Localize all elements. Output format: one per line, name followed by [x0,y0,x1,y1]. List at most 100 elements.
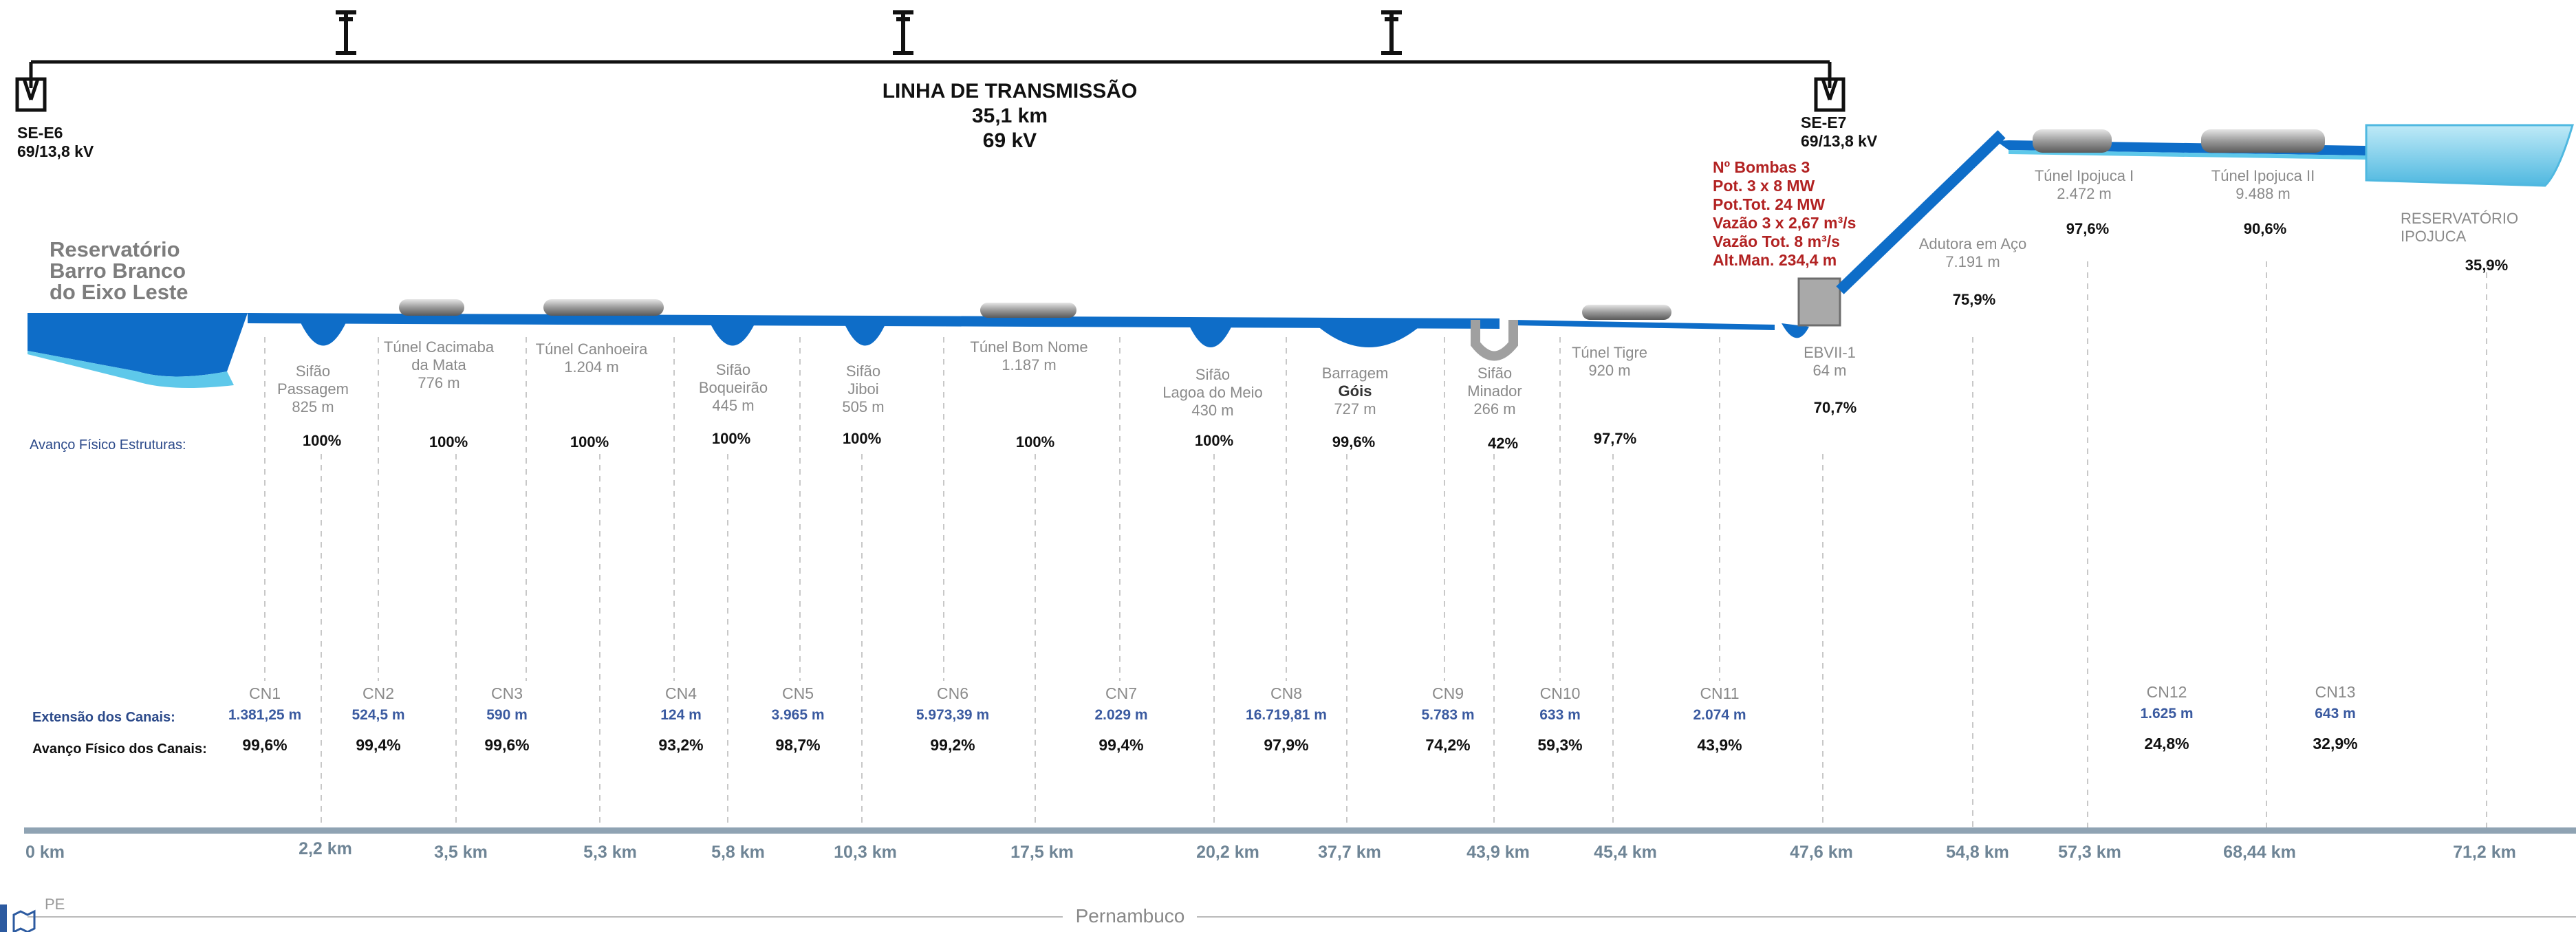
transmission-line-name: LINHA DE TRANSMISSÃO [882,80,1138,102]
structure-line: Barragem [1321,365,1389,382]
structure-line: 445 m [712,397,755,414]
substation-se-e7: SE-E7 69/13,8 kV [1801,113,1877,151]
substation-name: SE-E7 [1801,113,1847,131]
substation-se-e6: SE-E6 69/13,8 kV [17,124,94,161]
tunnel-ipojuca-2 [2201,129,2325,153]
canal-name: CN6 [936,684,969,702]
canal-length: 5.783 m [1421,707,1475,723]
pump-spec: Nº Bombas 3 [1713,158,1810,176]
structure-pct: 97,6% [2066,220,2110,237]
structure-line: Túnel Tigre [1571,344,1648,361]
canal-name: CN10 [1539,684,1581,702]
km-axis [24,827,2576,834]
substation-voltage: 69/13,8 kV [1801,132,1878,150]
km-marker: 20,2 km [1196,843,1259,862]
substation-voltage: 69/13,8 kV [17,142,94,160]
structures-row-label: Avanço Físico Estruturas: [30,437,186,453]
canal-cn4: CN4 124 m 93,2% [658,684,703,755]
canal-name: CN3 [490,684,523,702]
canal-cn11: CN11 2.074 m 43,9% [1693,684,1746,755]
pump-station-label: EBVII-1 64 m [1804,344,1856,380]
canal-pct: 24,8% [2144,735,2189,752]
km-marker: 47,6 km [1790,843,1853,862]
canal-cn1: CN1 1.381,25 m 99,6% [228,684,301,755]
tunnel-canhoeira [543,299,664,316]
structure-pct: 100% [711,430,751,447]
canal-length: 524,5 m [351,707,405,723]
pump-station-pct: 70,7% [1813,399,1857,416]
km-marker: 57,3 km [2058,843,2121,862]
canal-length: 2.029 m [1094,707,1148,723]
structure-label: Túnel Cacimaba da Mata 776 m [384,338,494,392]
tunnel-tigre [1582,305,1671,320]
structure-label: Túnel Tigre 920 m [1572,344,1647,380]
km-marker: 17,5 km [1010,843,1074,862]
structure-label: Sifão Lagoa do Meio 430 m [1162,366,1263,420]
canal-name: CN5 [781,684,814,702]
structure-line: Lagoa do Meio [1162,384,1263,401]
pump-station-name: EBVII-1 [1804,344,1856,361]
siphon-boqueirao [708,320,757,346]
tunnel-ipojuca-1 [2033,129,2112,153]
pump-spec: Alt.Man. 234,4 m [1713,251,1837,269]
pump-station-ebvii-1 [1797,277,1841,327]
structure-label: Túnel Canhoeira 1.204 m [536,340,648,376]
structure-line: 727 m [1334,400,1376,418]
canal-length: 3.965 m [771,707,825,723]
km-marker: 71,2 km [2453,843,2516,862]
canal-pct: 74,2% [1425,736,1471,754]
structure-pct: 100% [302,432,342,449]
structure-line: 1.187 m [1002,356,1057,373]
structure-line: Minador [1467,382,1522,400]
map-icon [0,904,36,932]
km-marker: 54,8 km [1946,843,2009,862]
canal-cn12: CN12 1.625 m 24,8% [2140,683,2193,753]
km-marker: 2,2 km [299,839,352,858]
structure-label: Sifão Minador 266 m [1467,365,1522,418]
tower-icon [893,10,913,55]
tower-icon [336,10,356,55]
canal-pct: 99,2% [930,736,975,754]
km-marker: 45,4 km [1594,843,1657,862]
canal-length: 633 m [1539,707,1581,723]
canal-name: CN13 [2315,683,2356,701]
structure-line: Adutora em Aço [1918,235,2027,252]
structure-line: 430 m [1191,402,1234,419]
pump-specs: Nº Bombas 3 Pot. 3 x 8 MW Pot.Tot. 24 MW… [1713,158,1856,270]
structure-line: 266 m [1473,400,1516,418]
siphon-passagem [299,320,347,346]
canal-cn2: CN2 524,5 m 99,4% [351,684,404,755]
structure-label: Túnel Ipojuca II 9.488 m [2211,167,2315,203]
structure-line: Góis [1338,382,1372,400]
siphon-jiboi [843,320,887,346]
structure-line: 505 m [842,398,885,415]
canal-pct: 99,6% [242,736,288,754]
structure-pct: 100% [1194,432,1234,449]
canal-pct: 32,9% [2313,735,2358,752]
structure-line: Túnel Cacimaba [383,338,495,356]
canal-cn9: CN9 5.783 m 74,2% [1421,684,1474,755]
structure-pct: 42% [1487,435,1519,452]
structure-pct: 100% [842,430,882,447]
pump-spec: Pot. 3 x 8 MW [1713,177,1815,195]
km-marker: 43,9 km [1466,843,1530,862]
transmission-line-length: 35,1 km [971,105,1048,127]
canal-progress-row-label: Avanço Físico dos Canais: [32,741,207,757]
canal-length: 5.973,39 m [916,707,990,723]
canal-cn3: CN3 590 m 99,6% [484,684,529,755]
canal-name: CN12 [2146,683,2187,701]
canal-name: CN11 [1700,684,1740,702]
substation-name: SE-E6 [17,124,63,142]
state-code: PE [45,896,65,913]
structure-line: 9.488 m [2236,185,2291,202]
canal-cn7: CN7 2.029 m 99,4% [1094,684,1147,755]
km-marker: 68,44 km [2223,843,2296,862]
canal-name: CN4 [664,684,697,702]
structure-line: 7.191 m [1945,253,2000,270]
structure-label: Sifão Jiboi 505 m [842,362,884,416]
reservoir-start-label: Reservatório Barro Branco do Eixo Leste [50,239,188,303]
canal-pct: 59,3% [1537,736,1583,754]
structure-label: Barragem Góis 727 m [1322,365,1389,418]
